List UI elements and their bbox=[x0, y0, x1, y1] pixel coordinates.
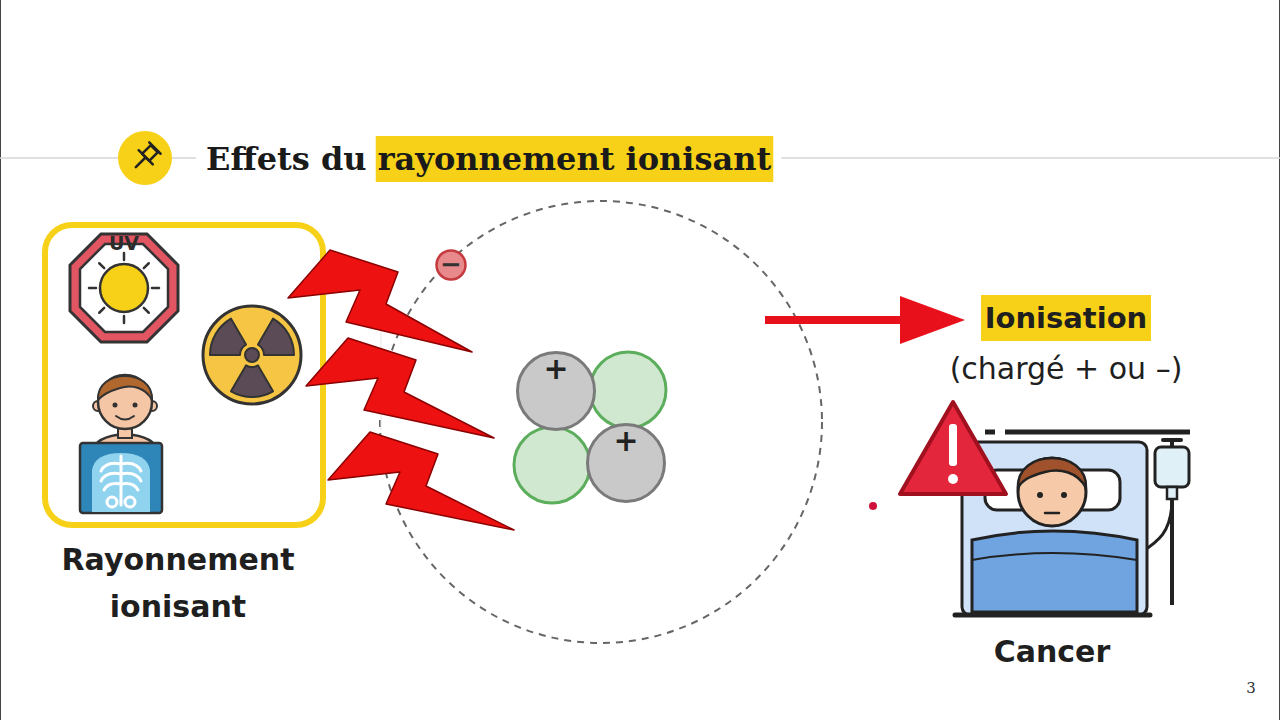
result-heading: Ionisation bbox=[981, 295, 1152, 341]
xray-person bbox=[121, 463, 141, 471]
patient-in-bed-icon bbox=[955, 432, 1190, 615]
ionisation-result: Ionisation(chargé + ou –) bbox=[930, 295, 1202, 395]
source-label: Rayonnement ionisant bbox=[2, 536, 354, 630]
atom-orbit bbox=[380, 201, 822, 643]
radiation-symbol bbox=[258, 319, 294, 355]
pushpin-icon bbox=[136, 158, 145, 167]
outcome-label: Cancer bbox=[952, 628, 1152, 676]
patient-in-bed-icon bbox=[1167, 487, 1177, 499]
proton: + bbox=[586, 423, 666, 503]
xray-person bbox=[121, 473, 141, 481]
slide-title: Effets du rayonnement ionisant bbox=[206, 136, 771, 182]
result-note: (chargé + ou –) bbox=[930, 345, 1202, 393]
charge-sign: + bbox=[586, 423, 666, 458]
atom-orbit bbox=[380, 201, 822, 643]
radiation-symbol bbox=[210, 319, 294, 397]
page-edge bbox=[1279, 0, 1280, 720]
sun-ray bbox=[144, 308, 149, 313]
patient-in-bed-icon bbox=[972, 553, 1137, 560]
red-dot bbox=[869, 502, 877, 510]
sun-ray bbox=[123, 316, 126, 323]
patient-in-bed-icon bbox=[1061, 492, 1067, 498]
patient-in-bed-icon bbox=[1163, 438, 1181, 442]
xray-person bbox=[101, 473, 121, 481]
result-arrow bbox=[900, 296, 965, 344]
xray-person bbox=[101, 463, 121, 471]
sun-ray bbox=[152, 287, 159, 290]
patient-in-bed-icon bbox=[1018, 458, 1086, 488]
neutron bbox=[590, 352, 666, 428]
xray-person bbox=[133, 403, 138, 408]
patient-in-bed-icon bbox=[985, 430, 995, 435]
xray-person bbox=[80, 443, 162, 513]
uv-text: UV bbox=[68, 232, 180, 254]
result-arrow bbox=[765, 296, 965, 344]
sun-ray bbox=[123, 253, 126, 260]
radiation-symbol bbox=[210, 319, 246, 355]
patient-in-bed-icon bbox=[1018, 458, 1086, 526]
sun-disc bbox=[100, 264, 148, 312]
xray-person bbox=[98, 376, 152, 400]
pushpin-icon bbox=[118, 131, 172, 185]
warning-sign bbox=[900, 402, 1006, 494]
pushpin-icon bbox=[118, 131, 172, 185]
xray-person bbox=[116, 416, 134, 420]
warning-sign bbox=[948, 474, 958, 484]
title-backing bbox=[196, 136, 781, 182]
proton: + bbox=[516, 351, 596, 431]
radiation-symbol bbox=[203, 306, 301, 404]
lightning-bolt bbox=[306, 338, 494, 438]
radiation-source-box: Rayonnement ionisantUV bbox=[42, 222, 326, 528]
pushpin-icon bbox=[129, 141, 162, 174]
xray-person bbox=[92, 453, 150, 512]
radiation-symbol bbox=[245, 348, 259, 362]
sun-ray bbox=[89, 287, 96, 290]
lightning-bolt bbox=[288, 250, 514, 530]
xray-person bbox=[98, 375, 152, 429]
sun-ray bbox=[144, 263, 149, 268]
xray-person bbox=[121, 484, 138, 490]
pushpin-icon bbox=[149, 142, 160, 153]
sun-ray bbox=[99, 263, 104, 268]
patient-in-bed-icon bbox=[1155, 447, 1189, 487]
uv-sign: UV bbox=[68, 232, 180, 344]
lightning-bolt bbox=[328, 432, 514, 530]
xray-person bbox=[125, 497, 135, 507]
patient-in-bed-icon bbox=[1045, 512, 1059, 515]
atom-orbit bbox=[381, 330, 382, 430]
charge-sign: + bbox=[516, 351, 596, 386]
patient-in-bed-icon bbox=[1005, 430, 1190, 435]
xray-person bbox=[101, 456, 141, 507]
patient-in-bed-icon bbox=[972, 531, 1137, 612]
electron: − bbox=[435, 249, 467, 281]
page-edge bbox=[0, 0, 1, 720]
octagon-inner bbox=[80, 244, 168, 332]
charge-sign: − bbox=[435, 249, 467, 279]
page-number: 3 bbox=[1236, 678, 1266, 698]
radiation-symbol bbox=[203, 306, 301, 404]
warning-sign bbox=[900, 402, 1006, 494]
xray-person bbox=[107, 497, 117, 507]
radiation-symbol bbox=[231, 365, 273, 397]
title-highlight bbox=[196, 136, 781, 182]
patient-in-bed-icon bbox=[955, 613, 1150, 618]
xray-person bbox=[104, 484, 121, 490]
warning-sign bbox=[949, 424, 957, 466]
xray-person bbox=[80, 375, 162, 513]
patient-in-bed-icon bbox=[1037, 492, 1043, 498]
neutron bbox=[514, 352, 666, 503]
lightning-bolt bbox=[288, 250, 472, 352]
sun-ray bbox=[99, 308, 104, 313]
neutron bbox=[514, 427, 590, 503]
xray-person bbox=[113, 403, 118, 408]
result-arrow bbox=[765, 316, 905, 324]
